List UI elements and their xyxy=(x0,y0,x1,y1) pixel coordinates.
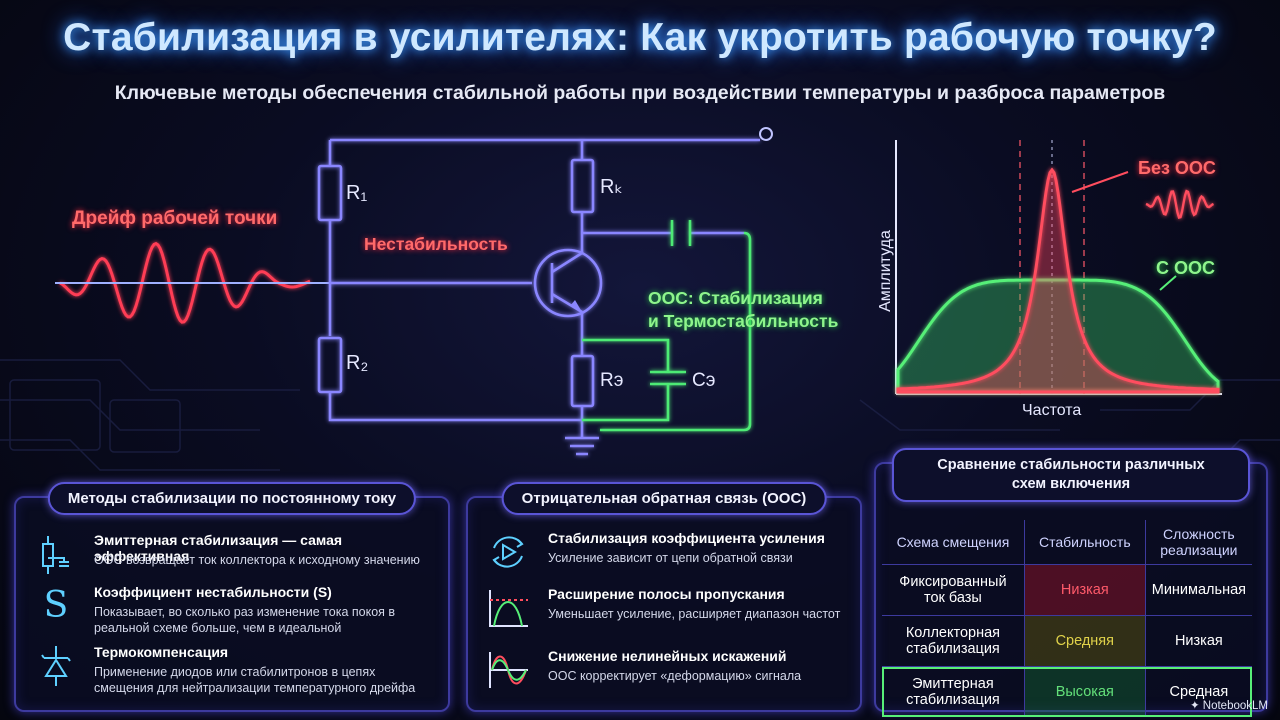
label-r1: R₁ xyxy=(346,182,368,204)
table-row: Фиксированный ток базы Низкая Минимальна… xyxy=(882,564,1252,616)
feedback-loop xyxy=(582,220,752,432)
dc-methods-panel: Методы стабилизации по постоянному току … xyxy=(14,482,450,712)
label-ce: Cэ xyxy=(692,370,716,391)
bandwidth-icon xyxy=(489,590,528,627)
table-header-row: Схема смещения Стабильность Сложность ре… xyxy=(882,520,1252,565)
emitter-resistor-icon xyxy=(42,536,69,574)
feedback-item-title: Расширение полосы пропускания xyxy=(548,586,785,602)
scheme-cell: Фиксированный ток базы xyxy=(882,564,1025,616)
label-rk: Rₖ xyxy=(600,176,623,198)
feedback-item-title: Снижение нелинейных искажений xyxy=(548,648,787,664)
noise-wave-icon xyxy=(1145,189,1215,219)
feedback-item-desc: Усиление зависит от цепи обратной связи xyxy=(548,551,793,565)
dc-method-desc: Применение диодов или стабилитронов в це… xyxy=(94,665,416,695)
scheme-cell: Коллекторная стабилизация xyxy=(882,615,1025,667)
dc-method-desc: Показывает, во сколько раз изменение ток… xyxy=(94,605,396,635)
emitter-arrow xyxy=(570,300,582,312)
with-feedback-label: С ООС xyxy=(1156,258,1216,278)
instability-label: Нестабильность xyxy=(364,234,508,254)
feedback-loop-icon xyxy=(492,536,524,568)
stability-cell: Низкая xyxy=(1023,564,1146,616)
table-row: Коллекторная стабилизация Средняя Низкая xyxy=(882,615,1252,667)
stability-cell: Средняя xyxy=(1023,615,1146,667)
dc-method-title: Термокомпенсация xyxy=(94,644,229,660)
feedback-panel-title: Отрицательная обратная связь (ООС) xyxy=(501,482,827,515)
resistor-re xyxy=(570,354,595,408)
comparison-title: Сравнение стабильности различных схем вк… xyxy=(892,448,1250,502)
feedback-item-desc: Уменьшает усиление, расширяет диапазон ч… xyxy=(548,607,841,621)
feedback-item-title: Стабилизация коэффициента усиления xyxy=(548,530,825,546)
comparison-panel: Сравнение стабильности различных схем вк… xyxy=(874,448,1268,717)
page-title: Стабилизация в усилителях: Как укротить … xyxy=(63,16,1217,59)
resistor-r1 xyxy=(317,164,343,222)
letter-s-icon: S xyxy=(43,585,69,626)
feedback-label-line1: ООС: Стабилизация xyxy=(648,288,823,308)
comparison-title-line2: схем включения xyxy=(1011,476,1131,492)
dc-method-desc: ООС возвращает ток коллектора к исходном… xyxy=(94,553,420,567)
transistor-bjt xyxy=(533,248,603,318)
scheme-cell: Эмиттерная стабилизация xyxy=(882,666,1025,717)
drift-signal-wave xyxy=(59,241,311,324)
label-re: Rэ xyxy=(600,370,624,391)
plot-x-label: Частота xyxy=(1022,402,1082,419)
distortion-icon xyxy=(489,652,528,688)
drift-label: Дрейф рабочей точки xyxy=(72,208,278,229)
dc-method-title: Эмиттерная стабилизация — самая эффектив… xyxy=(94,532,343,564)
column-header: Сложность реализации xyxy=(1144,520,1252,565)
table-row-highlighted: Эмиттерная стабилизация Высокая Средная xyxy=(882,666,1252,717)
column-header: Схема смещения xyxy=(896,534,1010,550)
feedback-item-desc: ООС корректирует «деформацию» сигнала xyxy=(548,669,802,683)
page-subtitle: Ключевые методы обеспечения стабильной р… xyxy=(114,82,1166,104)
complexity-cell: Минимальная xyxy=(1144,564,1252,616)
with-feedback-pointer xyxy=(1159,275,1177,291)
resistor-r2 xyxy=(317,336,343,394)
frequency-plot xyxy=(895,140,1222,395)
plot-y-label: Амплитуда xyxy=(877,230,894,312)
brand-name: NotebookLM xyxy=(1202,700,1268,712)
label-r2: R₂ xyxy=(346,352,369,374)
supply-terminal xyxy=(759,127,773,141)
circuit-wires xyxy=(317,138,760,456)
feedback-label-line2: и Термостабильность xyxy=(648,311,839,331)
brand-logo: ✦ NotebookLM xyxy=(1189,700,1268,712)
complexity-cell: Средная xyxy=(1144,666,1252,717)
without-feedback-curve xyxy=(896,167,1220,394)
comparison-title-line1: Сравнение стабильности различных xyxy=(937,457,1205,473)
dc-method-title: Коэффициент нестабильности (S) xyxy=(94,584,332,600)
stability-cell: Высокая xyxy=(1023,666,1146,717)
column-header: Стабильность xyxy=(1023,520,1146,565)
resistor-rk xyxy=(570,158,595,214)
feedback-panel: Отрицательная обратная связь (ООС) Стаби… xyxy=(466,482,862,712)
without-feedback-pointer xyxy=(1071,171,1129,193)
diode-icon xyxy=(41,646,71,686)
dc-methods-title: Методы стабилизации по постоянному току xyxy=(47,482,417,515)
comparison-table: Схема смещения Стабильность Сложность ре… xyxy=(882,520,1252,717)
without-feedback-label: Без ООС xyxy=(1138,158,1216,178)
complexity-cell: Низкая xyxy=(1144,615,1252,667)
